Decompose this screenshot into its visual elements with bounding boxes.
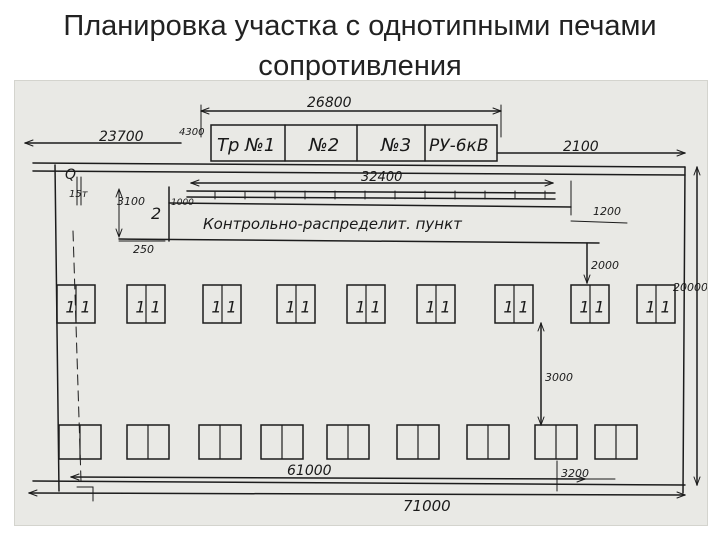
dim-label-2100: 2100 (563, 139, 599, 155)
furnace-mark: 1 (661, 297, 671, 316)
header-cell-3: №3 (380, 135, 411, 156)
rail-line-upper (186, 190, 556, 194)
furnace-mark: 1 (211, 297, 221, 316)
dim-line-71000 (28, 492, 686, 496)
dim-label-23700: 23700 (99, 129, 144, 145)
furnace-mark: 1 (81, 297, 91, 316)
header-box (210, 124, 498, 162)
dim-label-3100: 3100 (117, 195, 145, 208)
dim-label-71000: 71000 (403, 497, 451, 515)
control-panel-label: Контрольно-распределит. пункт (203, 215, 463, 233)
dim-label-250: 250 (133, 243, 154, 256)
dim-label-3000: 3000 (545, 371, 573, 384)
furnace-mark: 1 (503, 297, 513, 316)
dim-line-61000 (70, 476, 586, 480)
zone-label-2: 2 (151, 204, 161, 223)
furnace-row-lower (58, 424, 638, 460)
dim-label-20000: 20000 (673, 281, 707, 294)
control-zone-bottom (118, 238, 600, 244)
crane-q-label: Q (65, 167, 76, 183)
furnace-mark: 1 (227, 297, 237, 316)
building-wall-bottom (32, 480, 686, 486)
furnace-mark: 1 (645, 297, 655, 316)
furnace-mark: 1 (371, 297, 381, 316)
dim-label-1200: 1200 (593, 205, 621, 218)
furnace-mark: 1 (519, 297, 529, 316)
furnace-mark: 1 (285, 297, 295, 316)
dim-label-1000: 1000 (171, 198, 194, 208)
dim-label-61000: 61000 (287, 463, 332, 479)
dim-label-4300: 4300 (179, 127, 204, 138)
dim-label-2000: 2000 (591, 259, 619, 272)
dim-label-32400: 32400 (361, 170, 402, 185)
furnace-mark: 1 (151, 297, 161, 316)
slide-title-line-2: сопротивления (258, 50, 462, 82)
furnace-mark: 1 (135, 297, 145, 316)
building-wall-right (682, 166, 686, 494)
furnace-mark: 1 (441, 297, 451, 316)
header-cell-ru: РУ-6кВ (429, 136, 489, 156)
furnace-mark: 1 (579, 297, 589, 316)
rail-line-lower (186, 196, 556, 200)
dim-label-26800: 26800 (307, 95, 352, 111)
control-zone-top (168, 202, 572, 208)
slide-title-line-1: Планировка участка с однотипными печами (63, 10, 657, 42)
header-cell-tr1: Тр №1 (217, 135, 275, 156)
slide-title: Планировка участка с однотипными печами … (0, 6, 720, 86)
furnace-mark: 1 (355, 297, 365, 316)
building-wall-top-2 (32, 170, 686, 176)
furnace-mark: 1 (595, 297, 605, 316)
building-wall-top (32, 162, 686, 168)
furnace-mark: 1 (301, 297, 311, 316)
crane-t-label: 15т (69, 189, 89, 200)
furnace-mark: 1 (65, 297, 75, 316)
furnace-mark: 1 (425, 297, 435, 316)
header-cell-2: №2 (308, 135, 339, 156)
dim-label-3200: 3200 (561, 467, 589, 480)
